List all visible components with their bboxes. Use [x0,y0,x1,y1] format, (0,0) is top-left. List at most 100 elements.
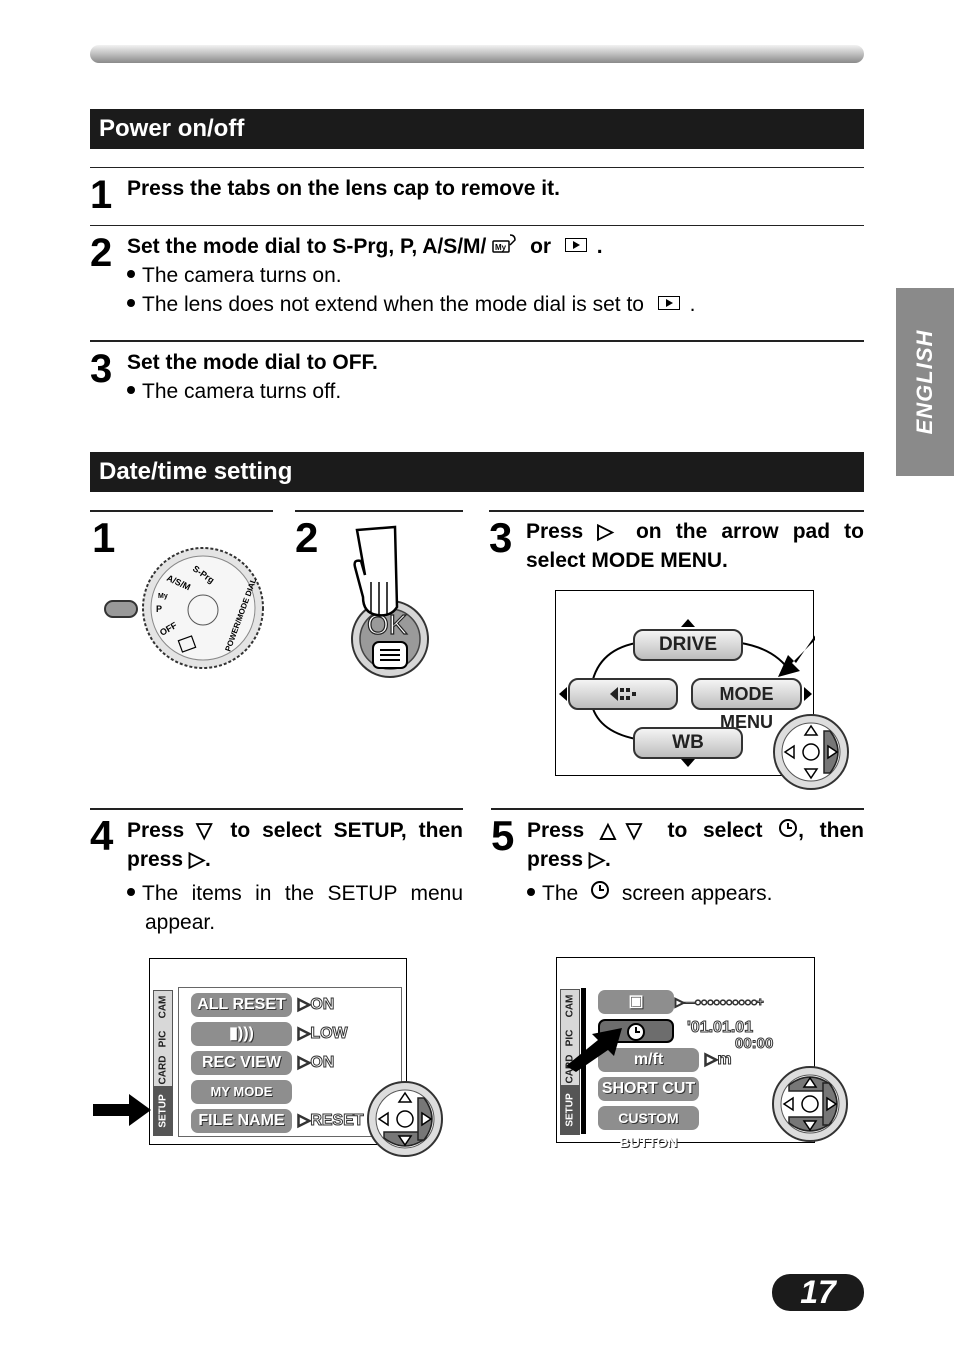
section-title-datetime: Date/time setting [90,452,864,492]
mode-dial-illustration: S-Prg A/S/M My P OFF POWER/MODE DIAL [104,547,264,669]
bullet-dot [127,270,135,279]
menu-item-short-cut[interactable]: SHORT CUT [598,1077,699,1101]
playback-icon [564,238,587,253]
arrow-pad-icon[interactable] [366,1080,444,1158]
step-text: Press ▷ on the arrow pad to [526,517,864,546]
mode-menu-screen: DRIVE MODE MENU WB [555,590,815,776]
step-text: Set the mode dial to OFF. [127,351,378,374]
arrow-pad-icon[interactable] [772,713,850,791]
right-arrow-icon: ▷ [597,520,622,543]
step-text-part: Set the mode dial to S-Prg, P, A/S/M/ [127,235,487,258]
step-number: 3 [489,514,513,561]
step-text: press ▷. [127,845,211,874]
language-label: ENGLISH [912,329,937,435]
bullet-dot [127,888,135,897]
step-number: 1 [92,514,116,561]
monitor-icon: ▣ [628,993,644,1010]
menu-item-file-name[interactable]: FILE NAME [191,1109,292,1133]
header-bar [90,45,864,63]
bullet-text: The [542,882,579,905]
step-number: 2 [295,514,319,561]
step-text-part: press [127,848,184,871]
tab-setup[interactable]: SETUP [154,1086,172,1136]
mode-menu-option[interactable]: MODE MENU [691,678,802,732]
menu-value: ▷ON [297,1054,335,1072]
step-number: 4 [90,812,114,859]
step-text: press ▷. [527,845,611,874]
bullet-text: . [689,293,696,316]
bullet-dot [127,386,135,395]
step-text-part: . [605,848,611,871]
my-mode-icon: My [492,234,516,254]
tab-pic[interactable]: PIC [157,1030,169,1048]
speaker-icon: ▮))) [229,1025,254,1042]
divider [90,167,864,168]
brightness-slider[interactable]: ▷—○○○○○○○○○○+ [675,995,765,1010]
menu-item-custom-button[interactable]: CUSTOM BUTTON [598,1106,699,1150]
divider [90,225,864,226]
menu-value: ▷LOW [298,1025,349,1043]
divider [295,510,463,512]
bullet-item: The camera turns on. [127,261,342,290]
menu-item-all-reset[interactable]: ALL RESET [191,993,292,1017]
divider [90,808,463,810]
menu-item-volume[interactable]: ▮))) [191,1022,292,1046]
bullet-item: The screen appears. [527,879,772,908]
step-text-part: or [530,235,552,258]
menu-tabs: CAM PIC CARD SETUP [153,990,173,1136]
menu-item-rec-view[interactable]: REC VIEW [191,1051,292,1075]
step-number: 2 [90,231,113,275]
bullet-text: The lens does not extend when the mode d… [142,293,644,316]
menu-value: ▷ON [297,996,335,1014]
bullet-text: appear. [145,911,216,934]
svg-text:My: My [495,243,507,252]
menu-item-units[interactable]: m/ft [598,1048,699,1072]
tab-setup[interactable]: SETUP [561,1085,579,1135]
time-value: 00:00 [734,1035,774,1053]
step-text: Press the tabs on the lens cap to remove… [127,177,560,200]
step-number: 5 [491,812,515,859]
arrow-pad-icon[interactable] [771,1065,849,1143]
divider [90,510,273,512]
menu-item-my-mode-setup[interactable]: MY MODE SETUP [191,1080,292,1123]
divider [90,340,864,342]
svg-text:P: P [156,604,162,614]
step-text-part: press [527,848,584,871]
section-title-power: Power on/off [90,109,864,149]
tab-cam[interactable]: CAM [157,995,169,1019]
menu-item-brightness[interactable]: ▣ [598,990,674,1014]
step-text-part: to select [667,819,763,842]
pointer-arrow-icon [93,1094,151,1126]
step-text-part: Press [526,520,584,543]
drive-option[interactable]: DRIVE [633,629,743,661]
image-quality-option[interactable] [568,678,678,710]
bullet-dot [127,299,135,308]
playback-icon [657,296,680,311]
clock-icon [627,1022,645,1041]
step-text-part: . [596,235,603,258]
right-arrow-icon: ▷ [188,848,206,871]
divider [491,808,864,810]
tab-cam[interactable]: CAM [564,994,576,1018]
menu-panel [178,987,402,1137]
image-quality-icon [610,686,636,701]
ok-button-illustration: OK [351,525,429,678]
menu-value: ▷RESET [298,1112,365,1130]
step-text: Press △▽ to select , then [527,816,864,845]
step-text-part: Press [527,819,585,842]
clock-icon [591,881,610,900]
bullet-text: The camera turns off. [142,380,342,403]
wb-option[interactable]: WB [633,727,743,759]
step-number: 1 [90,173,113,217]
tab-card[interactable]: CARD [157,1055,169,1085]
step-text: Set the mode dial to S-Prg, P, A/S/M/ My… [127,232,603,261]
step-text-part: Press [127,819,185,842]
step-text: select MODE MENU. [526,549,728,572]
pointer-arrow-icon [566,1028,622,1072]
down-arrow-icon: ▽ [196,819,219,842]
right-arrow-icon: ▷ [588,848,606,871]
up-down-arrow-icon: △▽ [599,819,652,842]
step-text-part: to select SETUP, then [230,819,463,842]
clock-icon [779,819,798,838]
step-text-part: , then [798,819,864,842]
